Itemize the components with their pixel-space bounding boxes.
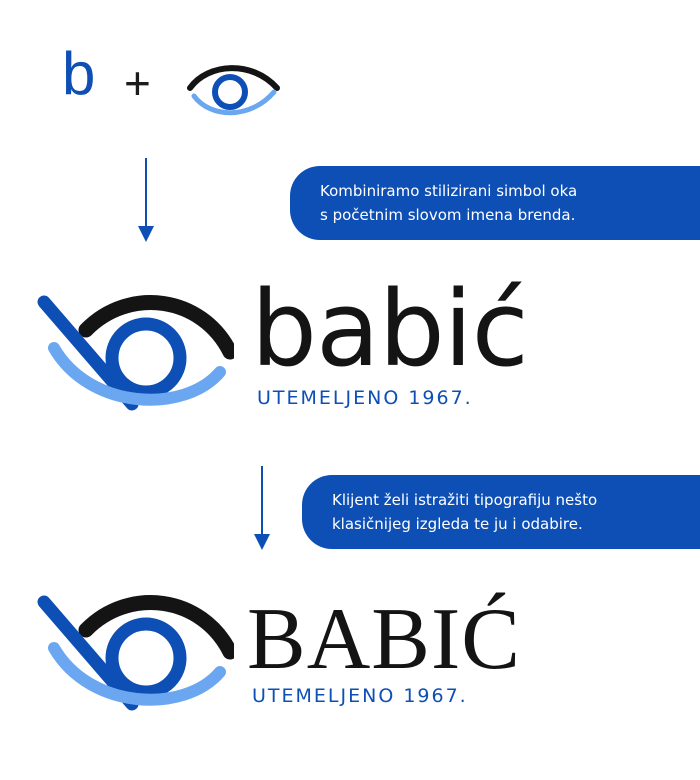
callout-line: Klijent želi istražiti tipografiju nešto [332, 491, 598, 509]
eye-b-symbol-icon [37, 595, 234, 711]
brand-wordmark-serif: BABIĆ [247, 591, 521, 688]
callout-line: s početnim slovom imena brenda. [320, 206, 576, 224]
formula-letter-b: b [62, 40, 96, 107]
brand-tagline: UTEMELJENO 1967. [257, 387, 473, 409]
brand-tagline: UTEMELJENO 1967. [252, 685, 468, 707]
explanation-callout: Kombiniramo stilizirani simbol oka s poč… [290, 166, 700, 240]
down-arrow-icon [138, 158, 154, 242]
brand-wordmark: babić [251, 268, 529, 390]
formula-plus-sign: + [124, 57, 151, 109]
eye-b-symbol-icon [37, 295, 234, 411]
eye-symbol-icon [187, 65, 280, 116]
down-arrow-icon [254, 466, 270, 550]
explanation-callout: Klijent želi istražiti tipografiju nešto… [302, 475, 700, 549]
callout-line: Kombiniramo stilizirani simbol oka [320, 182, 578, 200]
callout-line: klasičnijeg izgleda te ju i odabire. [332, 515, 583, 533]
